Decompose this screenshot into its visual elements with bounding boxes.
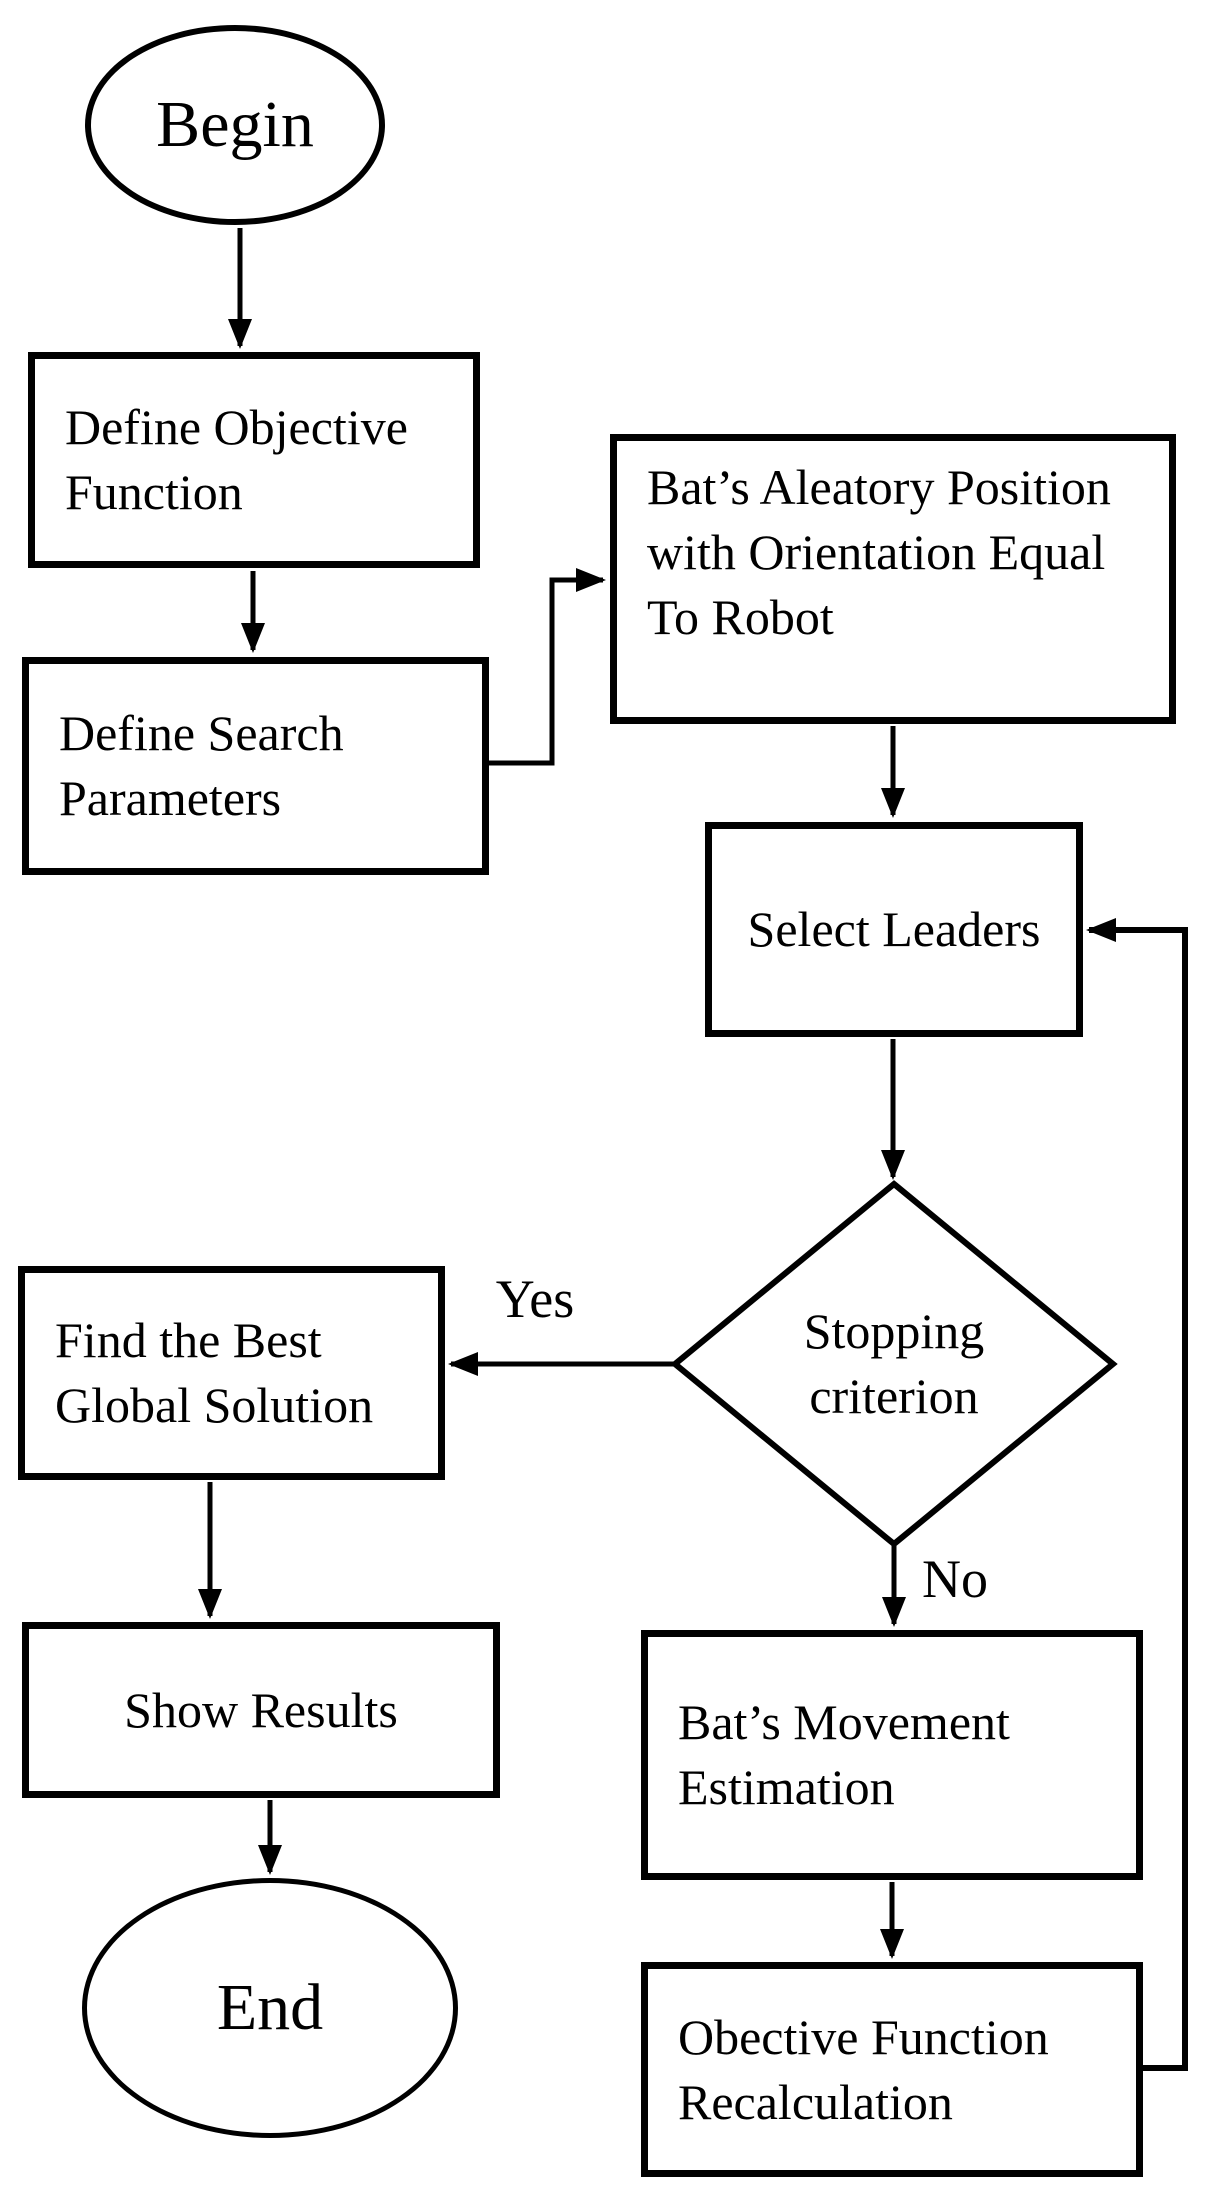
- process-bats-movement-estimation: Bat’s Movement Estimation: [641, 1630, 1143, 1880]
- decision-label-line: Stopping: [803, 1303, 985, 1359]
- process-label-line: Define Objective: [65, 399, 408, 455]
- process-label-line: Obective Function: [678, 2008, 1049, 2065]
- process-label-line: Estimation: [678, 1759, 895, 1815]
- end-terminator: End: [82, 1878, 458, 2138]
- decision-diamond: [670, 1180, 1118, 1548]
- process-define-search: Define Search Parameters: [22, 657, 489, 875]
- process-find-best-global-solution: Find the Best Global Solution: [18, 1266, 445, 1480]
- process-label-line: Global Solution: [55, 1377, 374, 1433]
- process-label-line: Select Leaders: [747, 901, 1041, 957]
- process-label-line: Bat’s Movement: [678, 1694, 1010, 1750]
- begin-terminator: Begin: [85, 25, 385, 225]
- process-bats-aleatory-position: Bat’s Aleatory Position with Orientation…: [610, 434, 1176, 724]
- process-label-line: Define Search: [59, 705, 344, 761]
- decision-label-line: criterion: [809, 1368, 979, 1424]
- process-show-results: Show Results: [22, 1622, 500, 1798]
- end-label: End: [216, 1971, 324, 2045]
- process-define-objective: Define Objective Function: [28, 352, 480, 568]
- process-select-leaders: Select Leaders: [705, 822, 1083, 1037]
- no-edge-label: No: [922, 1549, 988, 1609]
- process-label-line: To Robot: [647, 589, 834, 645]
- begin-label: Begin: [156, 88, 314, 162]
- yes-edge-label: Yes: [495, 1269, 575, 1329]
- edge-search-to-aleatory: [489, 568, 606, 766]
- process-objective-function-recalculation: Obective Function Recalculation: [641, 1962, 1143, 2177]
- process-label-line: with Orientation Equal: [647, 524, 1106, 580]
- process-label-line: Recalculation: [678, 2073, 953, 2130]
- process-label-line: Find the Best: [55, 1312, 322, 1368]
- process-label-line: Function: [65, 464, 243, 520]
- decision-stopping-criterion-label: Stopping criterion: [744, 1234, 1044, 1494]
- edge-loopback: [1086, 918, 1188, 2071]
- process-label-line: Parameters: [59, 770, 282, 826]
- process-label-line: Bat’s Aleatory Position: [647, 459, 1111, 515]
- process-label-line: Show Results: [124, 1681, 398, 1738]
